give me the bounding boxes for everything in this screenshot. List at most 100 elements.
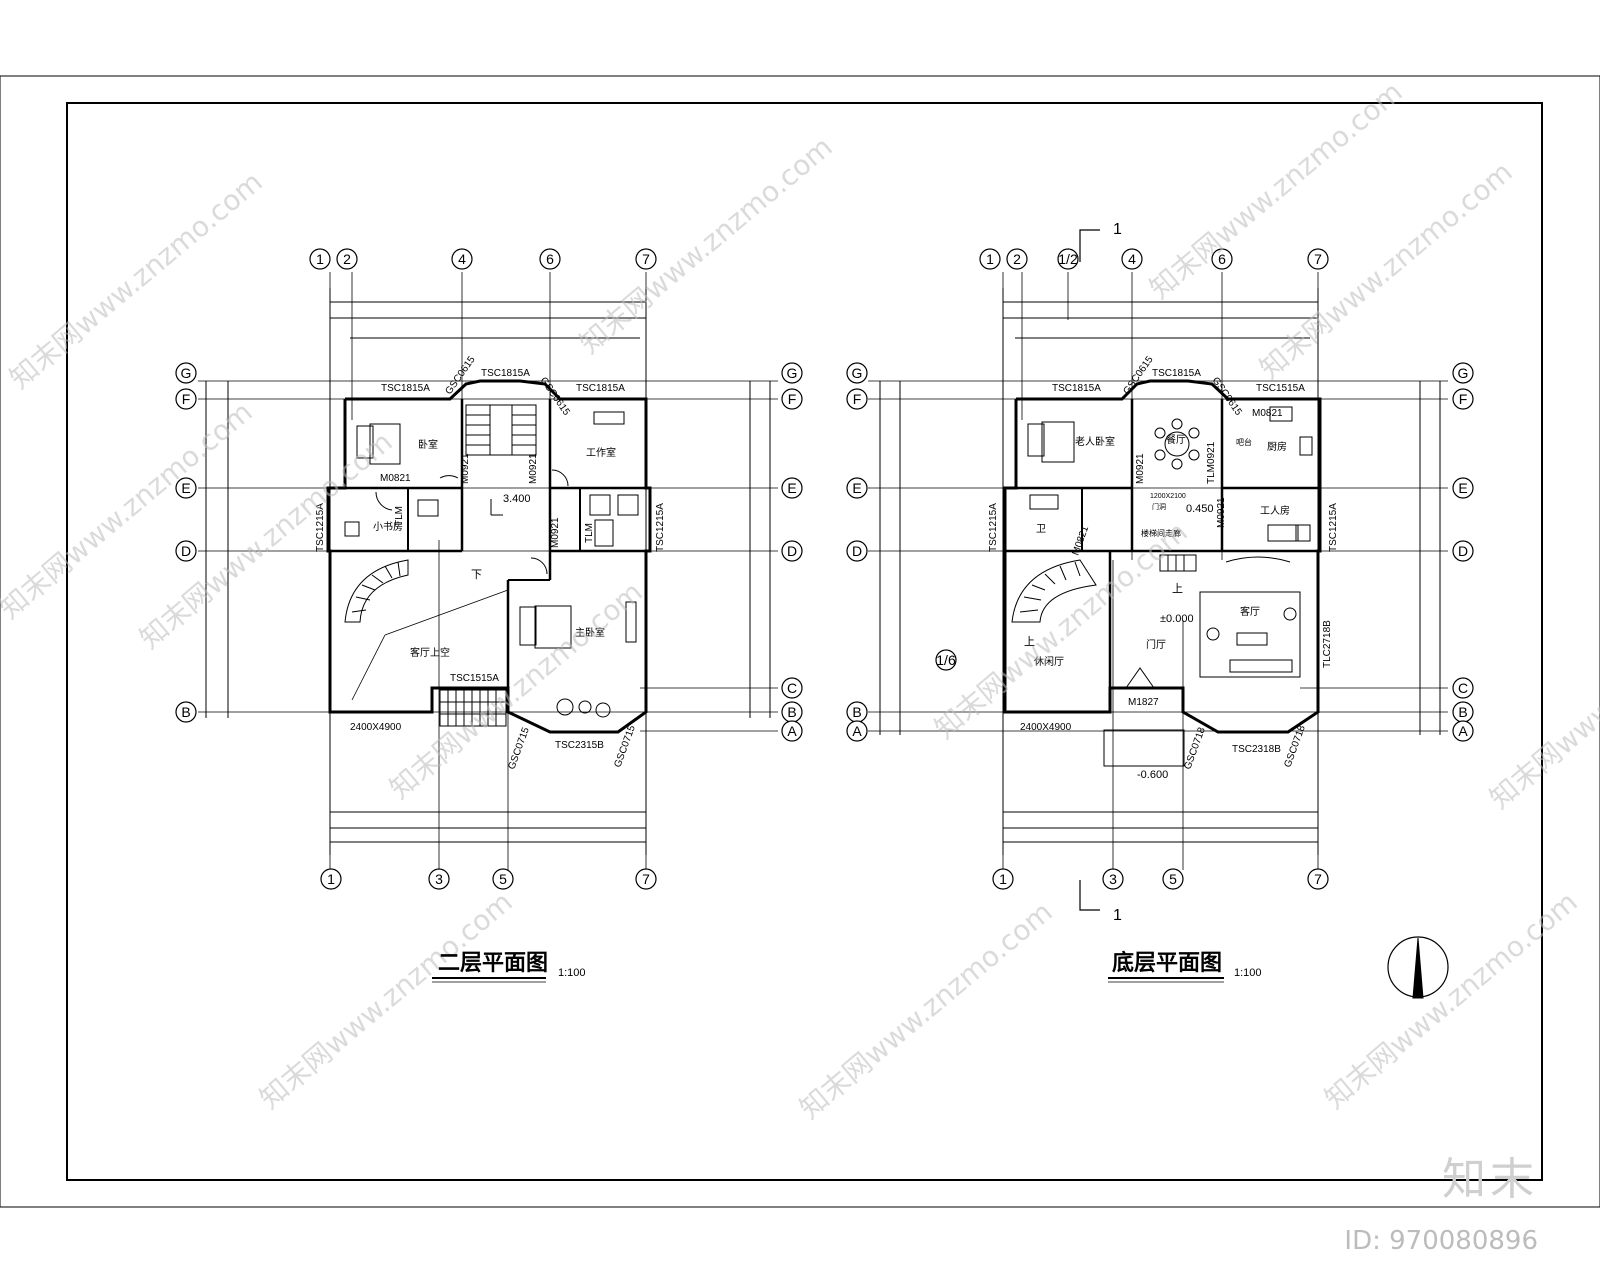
label-lower-4: GSC0615 xyxy=(1210,375,1244,418)
drawing-frame xyxy=(66,102,1543,1181)
scale-upper: 1:100 xyxy=(558,967,586,979)
label-upper-0: TSC1815A xyxy=(381,383,430,394)
axis-bubble-lower-right-C: C xyxy=(1452,677,1474,699)
axis-bubble-upper-left-F: F xyxy=(175,388,197,410)
svg-text:B: B xyxy=(1458,704,1467,720)
label-lower-3: GSC0615 xyxy=(1121,354,1155,397)
svg-text:E: E xyxy=(787,480,796,496)
label-upper-15: GSC0715 xyxy=(506,726,532,771)
room-living-void: 客厅上空 xyxy=(410,646,450,659)
watermark-text-8: 知末网www.znzmo.com xyxy=(1318,885,1583,1115)
label-lower-16: TSC2318B xyxy=(1232,744,1281,755)
elevation-hall: 0.450 xyxy=(1186,503,1214,515)
svg-text:1/2: 1/2 xyxy=(1058,251,1078,267)
label-lower-15: GSC0718 xyxy=(1182,726,1208,771)
svg-text:F: F xyxy=(1459,391,1468,407)
label-lower-1: TSC1815A xyxy=(1152,368,1201,379)
axis-bubble-upper-top-6: 6 xyxy=(539,248,561,270)
label-upper-10: TLM xyxy=(584,523,595,543)
label-upper-6: M0921 xyxy=(460,453,471,484)
north-arrow xyxy=(1387,936,1449,999)
svg-text:B: B xyxy=(181,704,190,720)
section-mark-top: 1 xyxy=(1113,221,1122,238)
image-id: ID: 970080896 xyxy=(1344,1226,1538,1256)
axis-bubble-lower-right-F: F xyxy=(1452,388,1474,410)
svg-text:2: 2 xyxy=(343,251,351,267)
label-lower-13: M1827 xyxy=(1128,697,1159,708)
room-small-study: 小书房 xyxy=(373,520,403,533)
ground-floor-plan xyxy=(868,272,1448,870)
room-dining: 餐厅 xyxy=(1166,433,1186,446)
axis-bubble-lower-bottom-7: 7 xyxy=(1307,868,1329,890)
svg-text:D: D xyxy=(787,543,797,559)
axis-bubble-lower-top-5: 7 xyxy=(1307,248,1329,270)
svg-text:7: 7 xyxy=(1314,251,1322,267)
svg-text:5: 5 xyxy=(1169,871,1177,887)
svg-text:2: 2 xyxy=(1013,251,1021,267)
label-lower-2: TSC1515A xyxy=(1256,383,1305,394)
svg-text:E: E xyxy=(181,480,190,496)
svg-text:1: 1 xyxy=(327,871,335,887)
room-living: 客厅 xyxy=(1240,605,1260,618)
room-bathroom: 卫 xyxy=(1036,524,1046,535)
svg-text:C: C xyxy=(787,680,797,696)
room-master-bedroom: 主卧室 xyxy=(575,626,605,639)
elevation-step: -0.600 xyxy=(1137,769,1168,781)
axis-bubble-lower-top-1: 2 xyxy=(1006,248,1028,270)
svg-text:G: G xyxy=(1458,365,1469,381)
svg-text:1: 1 xyxy=(316,251,324,267)
axis-bubble-lower-top-0: 1 xyxy=(979,248,1001,270)
svg-text:G: G xyxy=(181,365,192,381)
label-lower-10: TSC1215A xyxy=(988,503,999,552)
svg-text:5: 5 xyxy=(499,871,507,887)
stair-up-label-2: 上 xyxy=(1024,635,1035,648)
brand-watermark: 知末 xyxy=(1442,1154,1538,1205)
svg-text:E: E xyxy=(1458,480,1467,496)
axis-bubble-lower-left-F: F xyxy=(846,388,868,410)
svg-text:A: A xyxy=(787,723,797,739)
svg-text:A: A xyxy=(852,723,862,739)
axis-bubble-lower-bottom-3: 3 xyxy=(1102,868,1124,890)
axis-bubble-upper-left-G: G xyxy=(175,362,197,384)
label-lower-14: 2400X4900 xyxy=(1020,722,1072,733)
label-upper-5: M0821 xyxy=(380,473,411,484)
axis-bubble-lower-left-D: D xyxy=(846,540,868,562)
svg-text:F: F xyxy=(788,391,797,407)
svg-text:B: B xyxy=(852,704,861,720)
svg-text:3: 3 xyxy=(435,871,443,887)
label-upper-13: TSC1515A xyxy=(450,673,499,684)
axis-bubble-upper-left-E: E xyxy=(175,477,197,499)
watermarks: 知末网www.znzmo.com知末网www.znzmo.com知末网www.z… xyxy=(0,75,1600,1125)
axis-bubble-upper-top-4: 4 xyxy=(451,248,473,270)
axis-bubble-upper-right-A: A xyxy=(781,720,803,742)
svg-text:B: B xyxy=(787,704,796,720)
label-upper-2: TSC1815A xyxy=(576,383,625,394)
label-lower-6: M0921 xyxy=(1135,453,1146,484)
axis-bubble-upper-right-F: F xyxy=(781,388,803,410)
label-lower-11: TSC1215A xyxy=(1328,503,1339,552)
svg-text:3: 3 xyxy=(1109,871,1117,887)
svg-text:1/6: 1/6 xyxy=(936,652,956,668)
axis-bubble-lower-right-B: B xyxy=(1452,701,1474,723)
opening-size: 1200X2100 xyxy=(1150,493,1186,500)
axis-bubble-lower-left-A: A xyxy=(846,720,868,742)
label-upper-1: TSC1815A xyxy=(481,368,530,379)
axis-bubble-lower-left-G: G xyxy=(846,362,868,384)
label-lower-17: GSC0718 xyxy=(1282,724,1308,769)
axis-bubble-upper-top-1: 1 xyxy=(309,248,331,270)
svg-text:6: 6 xyxy=(1218,251,1226,267)
svg-text:F: F xyxy=(182,391,191,407)
axis-bubble-upper-right-D: D xyxy=(781,540,803,562)
stair-down-label: 下 xyxy=(471,569,482,581)
label-lower-0: TSC1815A xyxy=(1052,383,1101,394)
svg-text:7: 7 xyxy=(642,251,650,267)
svg-text:G: G xyxy=(852,365,863,381)
label-upper-4: GSC0615 xyxy=(538,375,572,418)
scale-lower: 1:100 xyxy=(1234,967,1262,979)
label-upper-11: TSC1215A xyxy=(315,503,326,552)
axis-bubble-upper-left-B: B xyxy=(175,701,197,723)
room-lounge: 休闲厅 xyxy=(1034,655,1064,668)
axis-bubble-upper-bottom-7: 7 xyxy=(635,868,657,890)
room-foyer: 门厅 xyxy=(1146,638,1166,651)
